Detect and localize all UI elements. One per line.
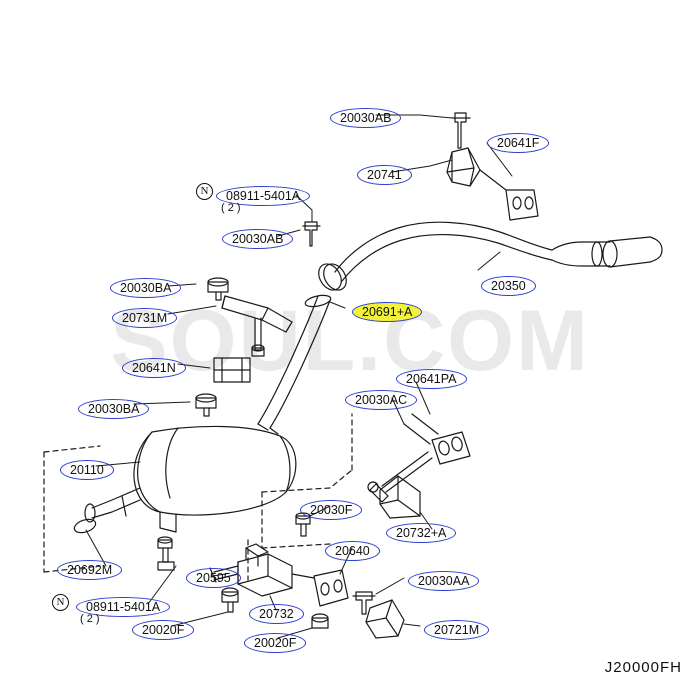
part-label-20721m[interactable]: 20721M bbox=[424, 620, 490, 640]
part-label-20030f[interactable]: 20030F bbox=[300, 500, 363, 520]
part-label-20731m[interactable]: 20731M bbox=[112, 308, 178, 328]
quantity-note: ( 2 ) bbox=[221, 202, 241, 214]
part-label-20741[interactable]: 20741 bbox=[357, 165, 412, 185]
n-mark-letter: N bbox=[196, 183, 213, 200]
part-label-20640[interactable]: 20640 bbox=[325, 541, 380, 561]
part-label-20691-a[interactable]: 20691+A bbox=[352, 302, 423, 322]
n-mark-icon: N bbox=[196, 182, 213, 200]
watermark-text: SOUL.COM bbox=[110, 293, 590, 389]
quantity-note: ( 2 ) bbox=[80, 613, 100, 625]
part-label-20030ac[interactable]: 20030AC bbox=[345, 390, 418, 410]
part-label-20641f[interactable]: 20641F bbox=[487, 133, 550, 153]
part-label-20110[interactable]: 20110 bbox=[60, 460, 114, 480]
part-label-08911-5401a[interactable]: 08911-5401A bbox=[216, 186, 311, 206]
part-label-20030ab[interactable]: 20030AB bbox=[330, 108, 402, 128]
part-label-20350[interactable]: 20350 bbox=[481, 276, 536, 296]
part-label-20020f[interactable]: 20020F bbox=[132, 620, 195, 640]
part-label-20030aa[interactable]: 20030AA bbox=[408, 571, 480, 591]
part-label-20641pa[interactable]: 20641PA bbox=[396, 369, 467, 389]
part-label-20692m[interactable]: 20692M bbox=[57, 560, 123, 580]
n-mark-letter: N bbox=[52, 594, 69, 611]
part-label-20020f[interactable]: 20020F bbox=[244, 633, 307, 653]
part-label-08911-5401a[interactable]: 08911-5401A bbox=[76, 597, 171, 617]
diagram-code: J20000FH bbox=[604, 659, 682, 676]
part-label-20030ba[interactable]: 20030BA bbox=[78, 399, 150, 419]
part-label-20641n[interactable]: 20641N bbox=[122, 358, 186, 378]
part-label-20732-a[interactable]: 20732+A bbox=[386, 523, 457, 543]
part-label-20030ba[interactable]: 20030BA bbox=[110, 278, 182, 298]
part-label-20732[interactable]: 20732 bbox=[249, 604, 304, 624]
part-label-20030ab[interactable]: 20030AB bbox=[222, 229, 294, 249]
n-mark-icon: N bbox=[52, 593, 69, 611]
part-label-20595[interactable]: 20595 bbox=[186, 568, 241, 588]
